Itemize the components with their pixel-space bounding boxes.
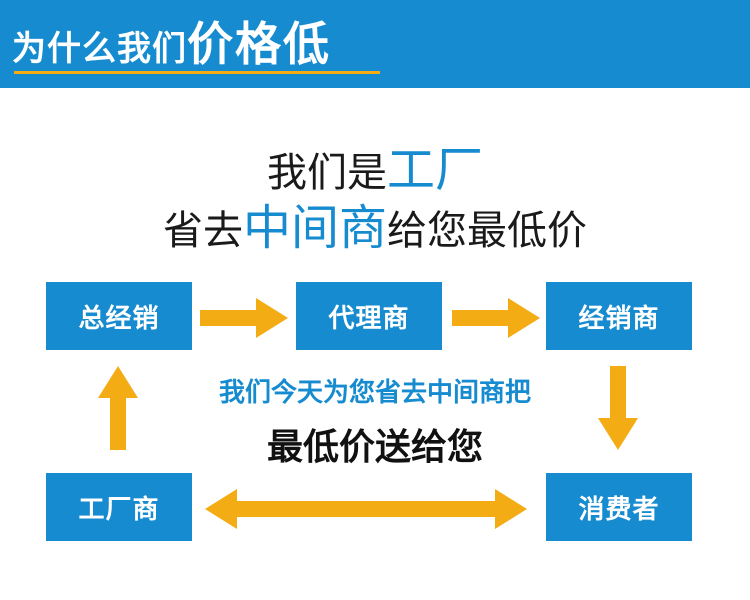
headline-line2-prefix: 省去 — [162, 208, 243, 254]
box-consumer: 消费者 — [546, 473, 692, 541]
box-dealer: 经销商 — [546, 282, 692, 350]
headline-line2: 省去中间商给您最低价 — [0, 188, 750, 258]
headline-line1-accent: 工厂 — [386, 142, 483, 198]
box-agent: 代理商 — [296, 282, 442, 350]
banner-title-part2: 价格低 — [187, 17, 331, 71]
arrow-up-icon — [98, 366, 138, 450]
banner-title-part1: 为什么我们 — [12, 29, 187, 69]
banner-underline — [14, 71, 380, 74]
arrow-right-icon — [200, 298, 288, 338]
headline-line1-prefix: 我们是 — [266, 150, 387, 196]
banner-title: 为什么我们价格低 — [12, 8, 331, 74]
arrow-right-icon — [452, 298, 540, 338]
center-line2: 最低价送给您 — [266, 427, 483, 468]
double-arrow-icon — [205, 489, 527, 529]
arrow-down-icon — [598, 366, 638, 450]
center-line1: 我们今天为您省去中间商把 — [218, 378, 531, 408]
box-general-distributor: 总经销 — [46, 282, 192, 350]
header-banner: 为什么我们价格低 — [0, 0, 750, 88]
headline-line2-accent: 中间商 — [242, 200, 387, 256]
box-factory: 工厂商 — [46, 473, 192, 541]
headline-line1: 我们是工厂 — [0, 130, 750, 200]
headline-line2-suffix: 给您最低价 — [387, 208, 587, 254]
